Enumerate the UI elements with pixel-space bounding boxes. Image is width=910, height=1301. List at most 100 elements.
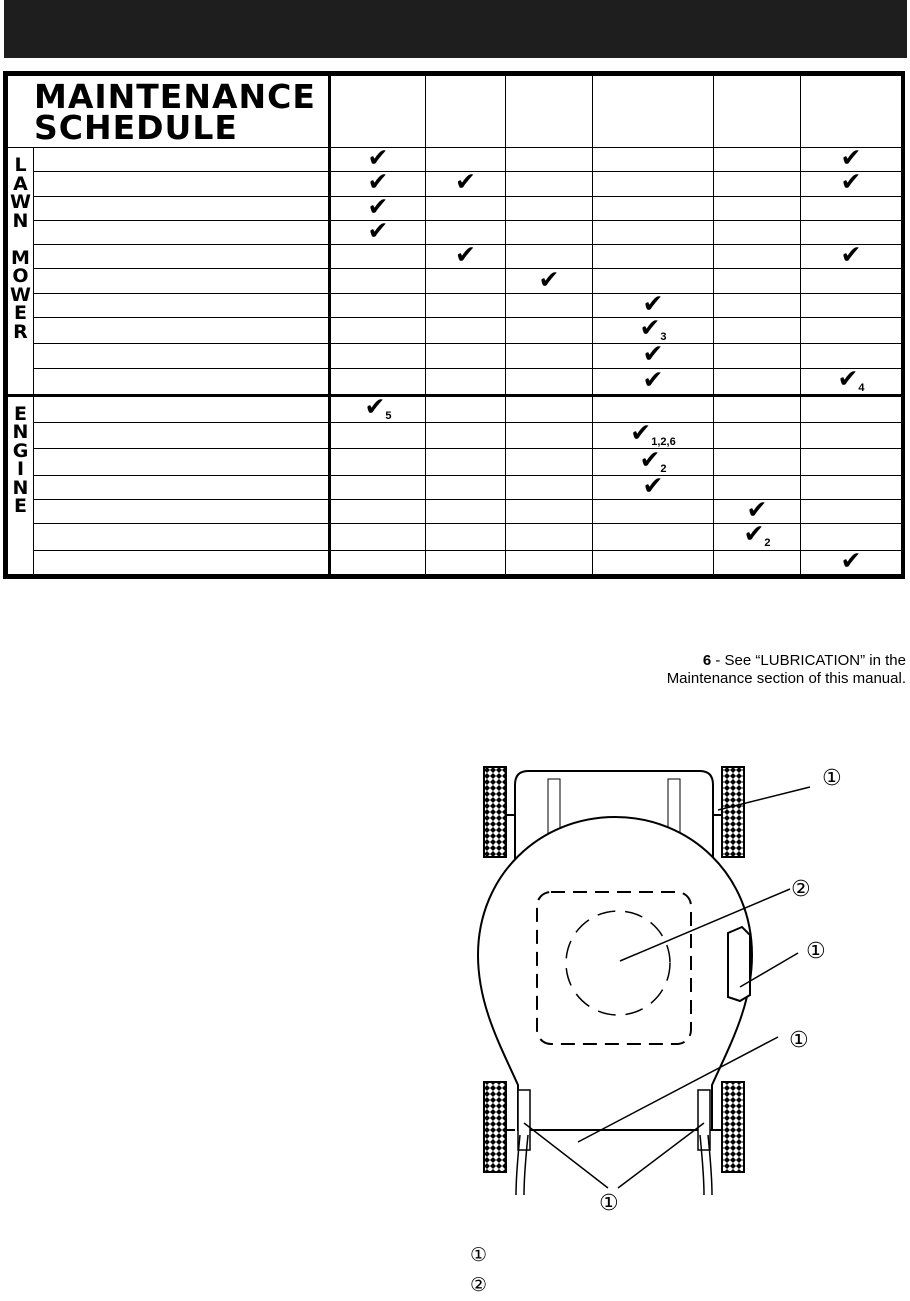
schedule-cell bbox=[713, 549, 801, 576]
schedule-cell bbox=[713, 146, 801, 173]
lawn-mower-item-cell bbox=[33, 244, 331, 270]
schedule-cell bbox=[329, 316, 426, 345]
schedule-cell bbox=[713, 448, 801, 476]
footnote-ref: 2 bbox=[764, 537, 771, 550]
schedule-cell bbox=[713, 171, 801, 197]
schedule-cell bbox=[505, 195, 593, 221]
check-mark-icon: ✔ bbox=[367, 191, 389, 221]
schedule-cell: ✔ bbox=[800, 167, 902, 197]
engine-row: ✔ bbox=[8, 495, 902, 525]
check-mark-icon: ✔ bbox=[367, 143, 389, 173]
check-mark-icon: ✔ bbox=[455, 240, 476, 270]
schedule-cell: ✔ bbox=[800, 240, 902, 270]
wheel-front-right bbox=[721, 766, 745, 858]
schedule-cell bbox=[329, 292, 426, 318]
schedule-cell: ✔ bbox=[425, 240, 506, 270]
schedule-cell: ✔ bbox=[329, 169, 426, 197]
lawn-mower-row: ✔ bbox=[8, 191, 902, 221]
schedule-cell bbox=[713, 268, 801, 294]
schedule-cell bbox=[329, 244, 426, 270]
engine-letter: E bbox=[14, 402, 27, 425]
schedule-cell bbox=[800, 393, 902, 424]
schedule-cell: ✔ bbox=[800, 548, 902, 576]
schedule-cell: ✔ bbox=[713, 495, 801, 525]
lawn-mower-row: ✔✔✔ bbox=[8, 167, 902, 197]
schedule-cell bbox=[505, 422, 593, 450]
schedule-cell bbox=[505, 367, 593, 396]
check-mark-icon: ✔ bbox=[642, 288, 664, 318]
schedule-cell bbox=[505, 549, 593, 576]
schedule-cell: ✔ bbox=[592, 473, 714, 501]
check-mark-icon: ✔ bbox=[642, 364, 664, 394]
schedule-cell bbox=[329, 422, 426, 450]
header-cell bbox=[425, 75, 506, 148]
schedule-cell bbox=[505, 171, 593, 197]
schedule-cell bbox=[713, 292, 801, 318]
engine-item-cell bbox=[33, 393, 331, 424]
schedule-cell bbox=[329, 268, 426, 294]
schedule-cell bbox=[505, 219, 593, 246]
schedule-cell bbox=[713, 367, 801, 396]
lawn-mower-letter: L bbox=[14, 154, 27, 176]
schedule-cell bbox=[800, 343, 902, 369]
check-mark-icon: ✔ bbox=[840, 167, 862, 197]
schedule-cell bbox=[425, 367, 506, 396]
mower-deck bbox=[476, 815, 754, 1131]
schedule-cell bbox=[425, 422, 506, 450]
engine-row: ✔2 bbox=[8, 444, 902, 476]
schedule-cell bbox=[425, 292, 506, 318]
schedule-cell bbox=[425, 393, 506, 424]
check-mark-icon: ✔ bbox=[743, 519, 765, 549]
header-cell bbox=[592, 75, 714, 148]
callout-1-rear-axle: ① bbox=[789, 1028, 809, 1053]
schedule-cell bbox=[800, 499, 902, 525]
schedule-cell bbox=[592, 219, 714, 246]
engine-item-cell bbox=[33, 422, 331, 450]
schedule-cell bbox=[329, 549, 426, 576]
check-mark-icon: ✔ bbox=[840, 143, 862, 173]
lawn-mower-item-cell bbox=[33, 219, 331, 246]
lawn-mower-row: ✔ bbox=[8, 339, 902, 369]
header-cell bbox=[800, 75, 902, 148]
lawn-mower-item-cell bbox=[33, 343, 331, 369]
check-mark-icon: ✔ bbox=[639, 313, 661, 343]
check-mark-icon: ✔ bbox=[840, 240, 862, 270]
check-mark-icon: ✔ bbox=[642, 339, 664, 369]
engine-row: ✔ bbox=[8, 473, 902, 501]
lawn-mower-row: ✔ bbox=[8, 288, 902, 318]
lawn-mower-letter: W bbox=[10, 283, 31, 306]
callout-1-front-wheel: ① bbox=[822, 766, 842, 791]
callout-1-chute: ① bbox=[806, 939, 826, 964]
schedule-cell bbox=[713, 244, 801, 270]
engine-letter: N bbox=[12, 421, 29, 444]
schedule-cell: ✔ bbox=[505, 267, 593, 294]
schedule-cell bbox=[713, 422, 801, 450]
check-mark-icon: ✔ bbox=[639, 444, 661, 474]
schedule-cell bbox=[425, 549, 506, 576]
lawn-mower-item-cell bbox=[33, 316, 331, 345]
check-mark-icon: ✔ bbox=[746, 495, 768, 525]
lawn-mower-letter: R bbox=[13, 320, 28, 343]
schedule-cell bbox=[329, 448, 426, 476]
lawn-mower-letter: W bbox=[10, 191, 31, 213]
schedule-title-line2: SCHEDULE bbox=[34, 107, 238, 147]
schedule-cell bbox=[425, 474, 506, 501]
engine-item-cell bbox=[33, 549, 331, 576]
lawn-mower-row: ✔✔ bbox=[8, 240, 902, 270]
schedule-cell bbox=[592, 195, 714, 221]
lawn-mower-item-cell bbox=[33, 171, 331, 197]
engine-item-cell bbox=[33, 499, 331, 525]
schedule-cell bbox=[592, 393, 714, 424]
callout-1-rear-wheels: ① bbox=[599, 1191, 619, 1216]
lawn-mower-item-cell bbox=[33, 195, 331, 221]
schedule-cell bbox=[505, 316, 593, 345]
schedule-cell bbox=[505, 146, 593, 173]
footnote-line1: - See “LUBRICATION” in the bbox=[711, 652, 906, 669]
schedule-cell bbox=[800, 268, 902, 294]
callout-2-engine: ② bbox=[791, 877, 811, 902]
schedule-cell bbox=[713, 316, 801, 345]
schedule-cell: ✔ bbox=[592, 364, 714, 396]
